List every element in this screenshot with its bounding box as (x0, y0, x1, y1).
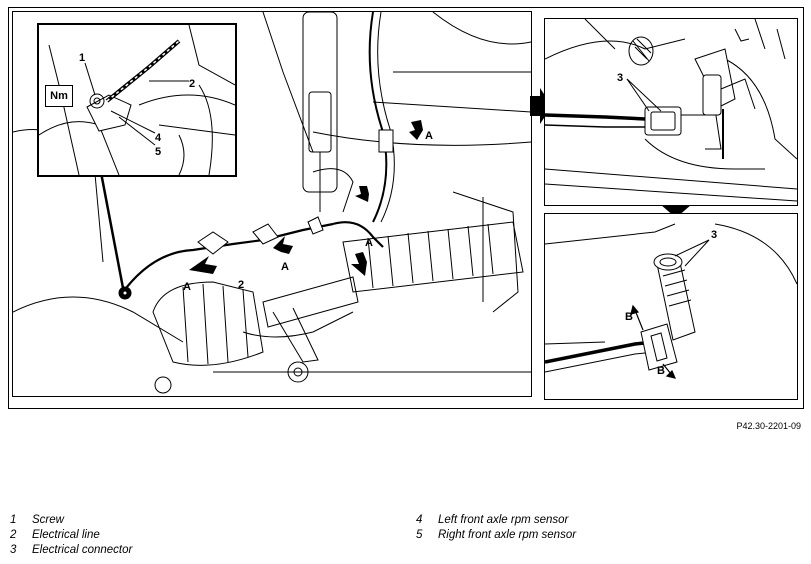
legend-left: 1 Screw 2 Electrical line 3 Electrical conn… (10, 513, 132, 558)
legend-item-1-text: Screw (32, 514, 64, 526)
legend-item-5-num: 5 (416, 529, 423, 541)
inset-callout-5: 5 (155, 146, 161, 158)
callout-3-bottom: 3 (711, 229, 717, 241)
legend-item-3: 3 Electrical connector (10, 543, 132, 558)
callout-3-top: 3 (617, 72, 623, 84)
callout-a-2: A (281, 261, 289, 273)
connector-release-illustration: 3 B B (545, 223, 797, 379)
legend-item-4-text: Left front axle rpm sensor (438, 514, 569, 526)
legend-item-2-num: 2 (10, 529, 17, 541)
callout-2-main: 2 (238, 279, 244, 291)
figure-id: P42.30-2201-09 (736, 421, 801, 431)
callout-a-4: A (425, 130, 433, 142)
legend-item-2: 2 Electrical line (10, 528, 132, 543)
inset-callout-4: 4 (155, 132, 162, 144)
inset-callout-2: 2 (189, 78, 195, 90)
legend-item-2-text: Electrical line (32, 529, 100, 541)
inset-callout-1: 1 (79, 52, 85, 64)
connector-detail-panel: 3 (544, 18, 798, 206)
callout-a-1: A (183, 281, 191, 293)
legend-item-5-text: Right front axle rpm sensor (438, 529, 577, 541)
legend-item-5: 5 Right front axle rpm sensor (416, 528, 576, 543)
connector-release-panel: 3 B B (544, 213, 798, 400)
callout-b-1: B (625, 311, 633, 323)
legend-right: 4 Left front axle rpm sensor 5 Right front… (416, 513, 576, 543)
legend-item-4-num: 4 (416, 514, 423, 526)
inset-illustration: 1 2 4 5 (39, 25, 235, 175)
legend-item-1: 1 Screw (10, 513, 132, 528)
callout-b-2: B (657, 365, 665, 377)
callout-a-3: A (365, 237, 373, 249)
detail-inset: 1 2 4 5 Nm (37, 23, 237, 177)
legend-item-4: 4 Left front axle rpm sensor (416, 513, 576, 528)
main-illustration-panel: A A A A 2 (12, 11, 532, 397)
legend-item-3-num: 3 (10, 544, 17, 556)
legend-item-1-num: 1 (10, 514, 17, 526)
legend-item-3-text: Electrical connector (32, 544, 133, 556)
torque-icon: Nm (45, 85, 73, 107)
connector-detail-illustration: 3 (545, 19, 797, 202)
